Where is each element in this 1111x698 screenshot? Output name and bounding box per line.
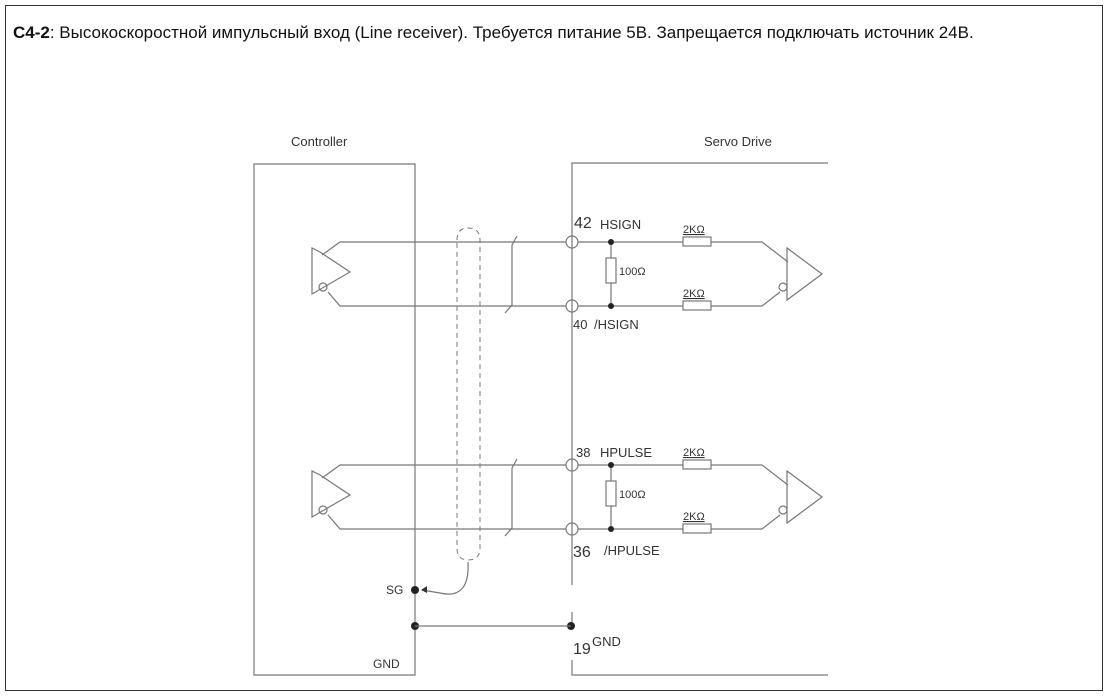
resistor-label: 2KΩ (683, 511, 705, 523)
channel-hpulse: 38 HPULSE 36 /HPULSE 2KΩ 2KΩ 100Ω (311, 445, 824, 561)
sg-label: SG (386, 583, 403, 597)
resistor-label: 2KΩ (683, 447, 705, 459)
pin-40: 40 (573, 317, 587, 332)
line-receiver-icon (786, 246, 824, 302)
resistor-label: 100Ω (619, 489, 646, 501)
shield-drain-wire (421, 561, 469, 595)
resistor-label: 2KΩ (683, 224, 705, 236)
sg-node (411, 586, 419, 594)
inverter-bubble-icon (318, 282, 328, 292)
pin-36: 36 (573, 544, 591, 561)
pin-42-name: HSIGN (600, 217, 641, 232)
twist-mark (504, 458, 518, 537)
controller-label: Controller (291, 134, 348, 149)
controller-box (253, 163, 416, 676)
line-driver-icon (311, 247, 352, 296)
line-receiver-icon (786, 469, 824, 525)
arrow-icon (421, 586, 427, 593)
cable-shield (456, 227, 481, 561)
pin-19: 19 (573, 641, 591, 658)
resistor-2k-icon (682, 300, 712, 311)
servo-label: Servo Drive (704, 134, 772, 149)
gnd-label: GND (373, 657, 400, 671)
page-frame (5, 5, 1103, 691)
channel-hsign: 42 HSIGN 40 /HSIGN 2KΩ 2KΩ 100Ω (311, 215, 824, 332)
caption: C4-2: Высокоскоростной импульсный вход (… (13, 22, 1013, 43)
pin-38: 38 (576, 445, 590, 460)
pin-42: 42 (574, 215, 592, 232)
resistor-100-icon (605, 257, 617, 284)
twist-mark (504, 235, 518, 314)
resistor-2k-icon (682, 236, 712, 247)
pin-36-name: /HPULSE (604, 543, 660, 558)
resistor-label: 100Ω (619, 266, 646, 278)
pin-19-name: GND (592, 634, 621, 649)
caption-text: : Высокоскоростной импульсный вход (Line… (49, 23, 974, 42)
line-driver-icon (311, 470, 352, 519)
pin-40-name: /HSIGN (594, 317, 639, 332)
resistor-label: 2KΩ (683, 288, 705, 300)
caption-code: C4-2 (13, 23, 50, 42)
pin-38-name: HPULSE (600, 445, 652, 460)
